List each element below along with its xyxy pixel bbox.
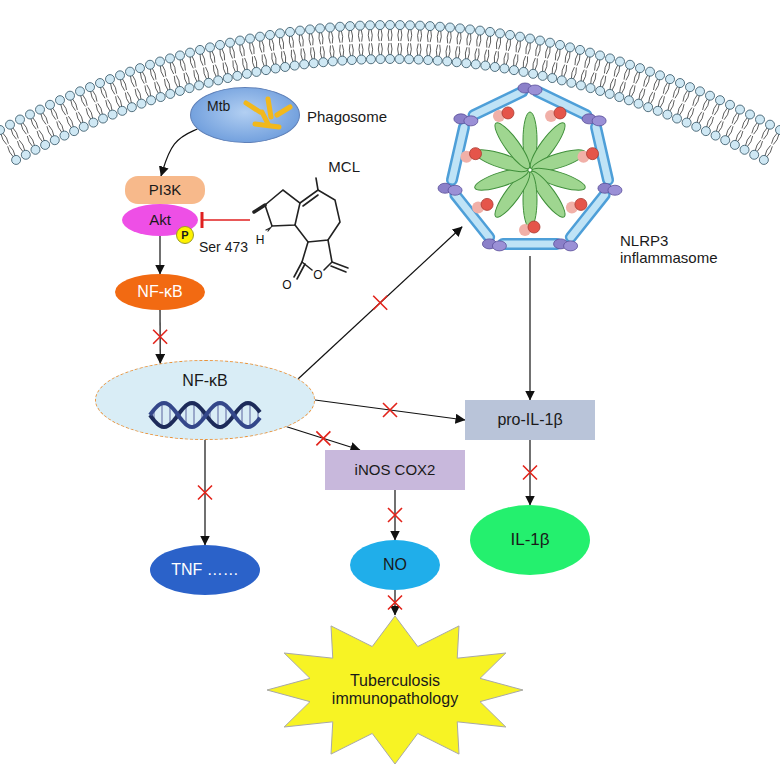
transcription-factor: NF-κB (115, 274, 205, 310)
node-heading: Ser 473 (199, 239, 248, 255)
node-text: Akt (149, 211, 171, 228)
block-cross (373, 296, 387, 310)
node-text: Tuberculosis immunopathology (325, 672, 465, 709)
node-text: NF-κB (182, 372, 227, 390)
mcl-structure (254, 178, 348, 279)
node-heading: Phagosome (307, 108, 387, 125)
kinase-box: PI3K (125, 176, 205, 204)
mtb-bacilli (246, 99, 290, 127)
block-cross (383, 403, 397, 417)
node-text: pro-IL-1β (497, 411, 562, 429)
block-cross (198, 486, 212, 500)
block-cross (388, 596, 402, 610)
block-cross (316, 431, 330, 445)
atom-label: O (282, 279, 291, 291)
cell-membrane (0, 21, 780, 165)
block-cross (388, 508, 402, 522)
cytokine-box: pro-IL-1β (465, 400, 595, 440)
nlrp3-illustration (438, 83, 622, 251)
node-text: NO (383, 556, 407, 574)
atom-label: H (256, 234, 265, 246)
activation-arrow (529, 256, 530, 400)
nucleus: NF-κB (95, 360, 315, 440)
activation-arrow (298, 227, 462, 379)
inflammasome: NLRP3 inflammasome (443, 84, 617, 256)
block-cross (153, 330, 167, 344)
node-text: NLRP3 inflammasome (620, 232, 724, 267)
activation-arrow (287, 427, 360, 450)
block-cross (523, 466, 537, 480)
activation-arrow (159, 236, 160, 274)
cytokine-ellipse: TNF …… (150, 545, 260, 595)
phospho-site: PSer 473 (176, 226, 194, 244)
node-text: MCL (328, 158, 360, 175)
node-text: Mtb (207, 98, 230, 114)
mediator-ellipse: NO (350, 540, 440, 590)
node-text: iNOS COX2 (355, 461, 436, 478)
compound-label: MCL (250, 158, 360, 290)
outcome-starburst: Tuberculosis immunopathology (265, 615, 525, 765)
inhibition-line (202, 219, 250, 221)
activation-arrow (161, 129, 197, 176)
block-crosses (153, 296, 537, 610)
node-text: IL-1β (510, 530, 549, 550)
node-text: NF-κB (137, 283, 182, 301)
node-text: P (181, 229, 188, 242)
cytokine-ellipse: IL-1β (470, 505, 590, 575)
node-text: TNF …… (171, 561, 239, 579)
node-text: PI3K (149, 181, 182, 198)
phagosome: MtbPhagosome (190, 87, 300, 143)
activation-arrow (315, 400, 465, 420)
atom-label: O (313, 269, 322, 281)
enzyme-box: iNOS COX2 (325, 450, 465, 490)
dna-helix (150, 403, 260, 427)
